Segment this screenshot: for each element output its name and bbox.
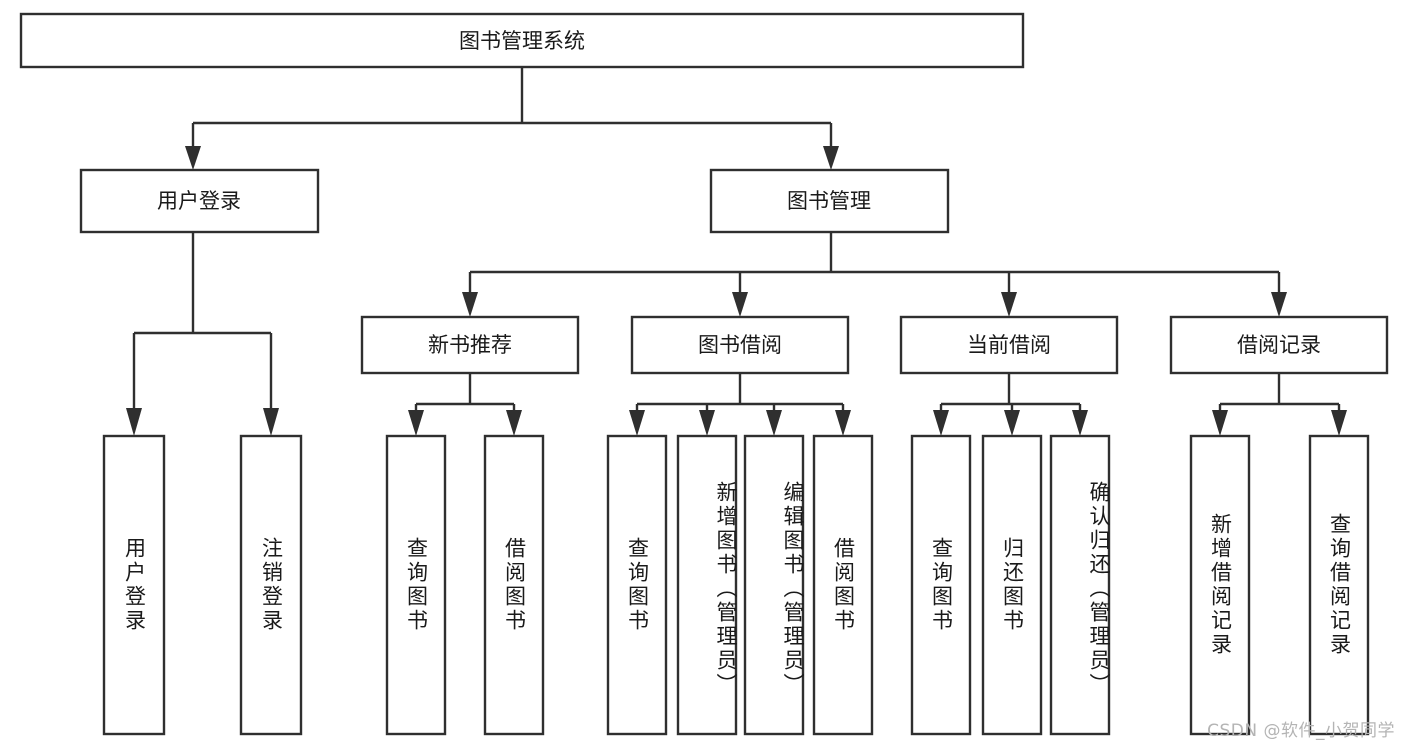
arrow-leaf-logout — [263, 408, 279, 436]
arrow-leaf-confirm-return — [1072, 410, 1088, 436]
node-leaf-return-book-box[interactable] — [981, 434, 1043, 736]
node-leaf-borrow-book-2-box[interactable] — [812, 434, 874, 736]
node-leaf-add-record-box[interactable] — [1189, 434, 1251, 736]
arrow-leaf-user-login — [126, 408, 142, 436]
node-leaf-logout-box[interactable] — [239, 434, 303, 736]
node-leaf-query-book-1-box[interactable] — [385, 434, 447, 736]
arrow-to-new-book-recommend — [462, 292, 478, 317]
node-box-group — [19, 12, 1389, 736]
node-new-book-recommend-box[interactable] — [360, 315, 580, 375]
arrow-to-book-manage — [823, 146, 839, 170]
node-book-borrow-label: 图书借阅 — [698, 333, 782, 357]
node-leaf-add-book-box[interactable] — [676, 434, 738, 736]
node-leaf-user-login-box[interactable] — [102, 434, 166, 736]
node-current-borrow-box[interactable] — [899, 315, 1119, 375]
arrow-leaf-edit-book — [766, 410, 782, 436]
node-book-manage-box[interactable] — [709, 168, 950, 234]
arrow-leaf-add-record — [1212, 410, 1228, 436]
node-borrow-record-label: 借阅记录 — [1237, 333, 1321, 357]
node-leaf-query-book-2-box[interactable] — [606, 434, 668, 736]
node-leaf-edit-book-box[interactable] — [743, 434, 805, 736]
connector-group — [126, 67, 1347, 436]
arrow-leaf-borrow-book-2 — [835, 410, 851, 436]
arrow-leaf-borrow-book-1 — [506, 410, 522, 436]
arrow-leaf-query-book-1 — [408, 410, 424, 436]
node-borrow-record-box[interactable] — [1169, 315, 1389, 375]
arrow-to-current-borrow — [1001, 292, 1017, 317]
node-current-borrow-label: 当前借阅 — [967, 333, 1051, 357]
node-leaf-borrow-book-1-box[interactable] — [483, 434, 545, 736]
node-root-box[interactable] — [19, 12, 1025, 69]
arrow-to-user-login — [185, 146, 201, 170]
node-leaf-confirm-return-box[interactable] — [1049, 434, 1111, 736]
node-user-login-label: 用户登录 — [157, 189, 241, 213]
node-book-borrow-box[interactable] — [630, 315, 850, 375]
arrow-leaf-query-book-2 — [629, 410, 645, 436]
node-root-label: 图书管理系统 — [459, 29, 585, 53]
arrow-leaf-query-record — [1331, 410, 1347, 436]
node-user-login-box[interactable] — [79, 168, 320, 234]
arrow-leaf-add-book — [699, 410, 715, 436]
arrow-leaf-return-book — [1004, 410, 1020, 436]
node-leaf-query-book-3-box[interactable] — [910, 434, 972, 736]
arrow-leaf-query-book-3 — [933, 410, 949, 436]
node-leaf-query-record-box[interactable] — [1308, 434, 1370, 736]
node-new-book-recommend-label: 新书推荐 — [428, 333, 512, 357]
arrow-to-book-borrow — [732, 292, 748, 317]
node-book-manage-label: 图书管理 — [787, 189, 871, 213]
csdn-watermark: CSDN @软件_小贺同学 — [1207, 721, 1395, 741]
node-label-group: 图书管理系统 用户登录 图书管理 新书推荐 图书借阅 当前借阅 借阅记录 — [157, 29, 1321, 357]
arrow-to-borrow-record — [1271, 292, 1287, 317]
